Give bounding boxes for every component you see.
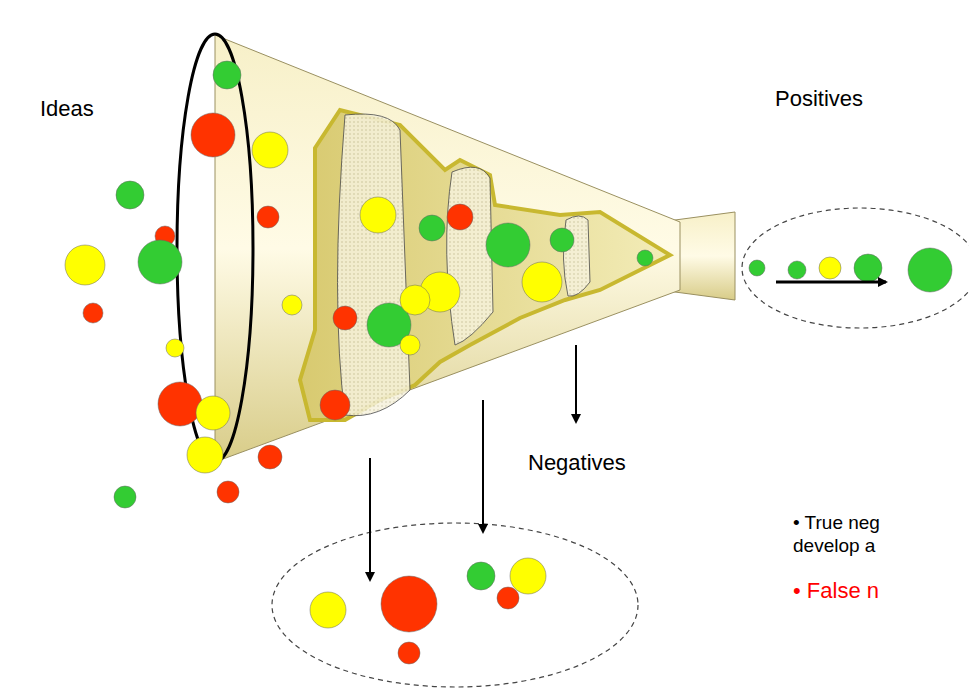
note-text: • False n (793, 578, 879, 604)
funnel-cone (215, 35, 680, 462)
idea-circle (65, 245, 105, 285)
idea-circle (908, 248, 952, 292)
idea-circle (419, 215, 445, 241)
output-label: Negatives (528, 450, 626, 476)
idea-circle (486, 223, 530, 267)
idea-circle (522, 262, 562, 302)
idea-circle (467, 562, 495, 590)
filter-stage (447, 167, 493, 345)
idea-circle (166, 339, 184, 357)
input-label: Ideas (40, 96, 94, 122)
arrow (369, 458, 371, 580)
filter-stage (563, 216, 590, 296)
idea-circle (138, 240, 182, 284)
idea-circles (65, 61, 952, 664)
idea-circle (749, 260, 765, 276)
idea-circle (282, 295, 302, 315)
idea-circle (637, 250, 653, 266)
positives-group (742, 208, 969, 328)
idea-circle (788, 261, 806, 279)
idea-circle (116, 181, 144, 209)
idea-circle (213, 61, 241, 89)
idea-circle (510, 558, 546, 594)
idea-circle (381, 576, 437, 632)
idea-circle (447, 204, 473, 230)
idea-circle (196, 396, 230, 430)
output-label: Positives (775, 86, 863, 112)
idea-circle (400, 285, 430, 315)
arrow (482, 400, 484, 532)
idea-circle (158, 382, 202, 426)
idea-circle (187, 437, 223, 473)
arrow (776, 281, 886, 284)
idea-circle (398, 642, 420, 664)
arrow (575, 345, 577, 422)
idea-circle (333, 306, 357, 330)
idea-circle (310, 592, 346, 628)
idea-circle (320, 390, 350, 420)
idea-circle (83, 303, 103, 323)
note-text: • True neg develop a (793, 512, 928, 558)
idea-circle (114, 486, 136, 508)
filter-stage (338, 114, 411, 416)
idea-circle (217, 481, 239, 503)
idea-circle (550, 228, 574, 252)
idea-circle (400, 335, 420, 355)
idea-circle (360, 197, 396, 233)
idea-circle (819, 257, 841, 279)
idea-circle (258, 445, 282, 469)
idea-circle (854, 254, 882, 282)
funnel-cutaway (300, 110, 670, 420)
idea-circle (252, 132, 288, 168)
idea-circle (497, 587, 519, 609)
idea-circle (191, 113, 235, 157)
negatives-group (272, 523, 638, 687)
idea-circle (257, 206, 279, 228)
